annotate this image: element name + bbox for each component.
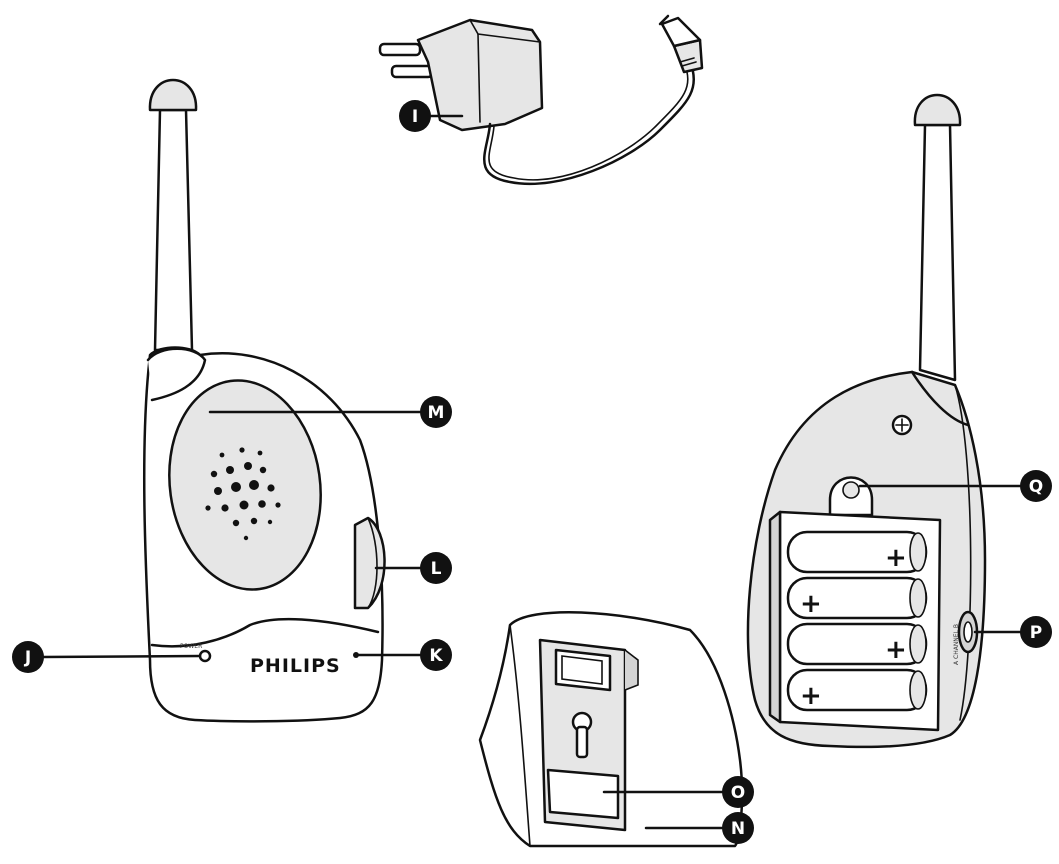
brand-logo: PHILIPS (250, 655, 341, 677)
svg-text:M: M (428, 403, 445, 423)
svg-text:I: I (412, 107, 418, 127)
adapter-cable (483, 58, 695, 186)
battery-plus-3: + (885, 635, 907, 665)
channel-text: A CHANNEL B (953, 624, 960, 665)
belt-clip (478, 611, 744, 848)
svg-text:J: J (24, 648, 31, 668)
batteries: + + + + (786, 530, 928, 712)
back-antenna (918, 123, 957, 382)
svg-text:O: O (731, 783, 745, 803)
power-adapter (378, 14, 704, 186)
front-antenna (153, 108, 194, 352)
label-M: M (420, 396, 452, 428)
battery-plus-2: + (800, 589, 822, 619)
label-P: P (1020, 616, 1052, 648)
svg-text:N: N (731, 819, 745, 839)
clip-tab (546, 768, 620, 820)
front-unit: POWER PHILIPS (142, 78, 386, 723)
adapter-prong-upper (378, 42, 422, 57)
svg-text:K: K (429, 646, 443, 666)
speaker-grille-panel (168, 379, 322, 591)
back-antenna-tip (913, 93, 962, 127)
back-unit: + + + + A CHANNEL B (746, 93, 987, 749)
svg-text:P: P (1030, 623, 1042, 643)
label-N: N (722, 812, 754, 844)
label-I: I (399, 100, 431, 132)
svg-text:Q: Q (1029, 477, 1043, 497)
power-led (198, 649, 212, 663)
label-O: O (722, 776, 754, 808)
speaker-holes (205, 447, 281, 541)
front-antenna-tip (148, 78, 198, 112)
leader-lines (40, 114, 1022, 830)
power-text: POWER (180, 643, 202, 650)
microphone-hole (353, 652, 359, 658)
label-K: K (420, 639, 452, 671)
label-L: L (420, 552, 452, 584)
label-J: J (12, 641, 44, 673)
svg-text:L: L (431, 559, 442, 579)
adapter-body (416, 18, 544, 132)
label-Q: Q (1020, 470, 1052, 502)
battery-plus-1: + (885, 543, 907, 573)
battery-plus-4: + (800, 681, 822, 711)
adapter-prong-lower (390, 64, 434, 79)
